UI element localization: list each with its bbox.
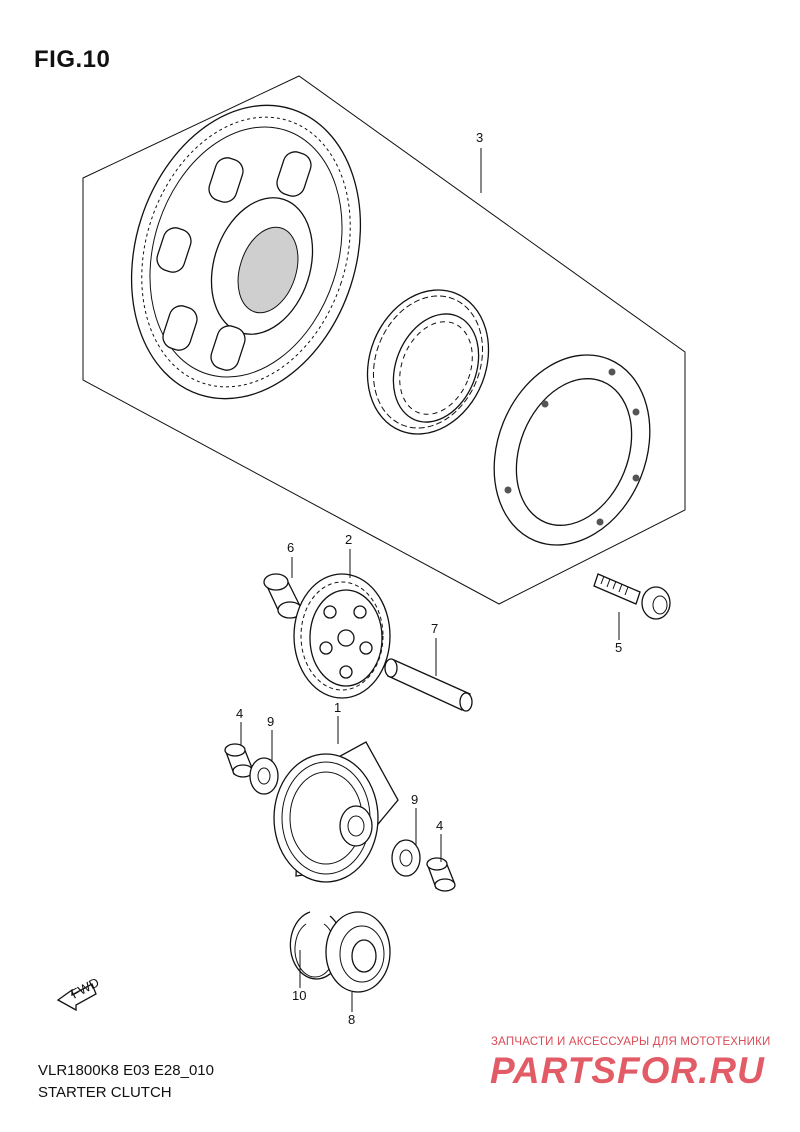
- callout-3: 3: [476, 130, 483, 145]
- washer-left: [249, 757, 279, 795]
- bushing-right: [426, 857, 456, 892]
- callout-5: 5: [615, 640, 622, 655]
- bolt: [593, 573, 671, 620]
- callout-8: 8: [348, 1012, 355, 1027]
- callout-2: 2: [345, 532, 352, 547]
- bearing: [325, 911, 391, 993]
- watermark-brand: PARTSFOR.RU: [490, 1050, 765, 1091]
- callout-10: 10: [292, 988, 306, 1003]
- starter-idle-gear: [293, 573, 391, 699]
- model-code: VLR1800K8 E03 E28_010: [38, 1062, 214, 1079]
- clutch-guide-ring: [493, 354, 651, 546]
- assembly-group-outline: [82, 75, 686, 605]
- watermark-tagline: ЗАПЧАСТИ И АКСЕССУАРЫ ДЛЯ МОТОТЕХНИКИ: [491, 1036, 771, 1048]
- callout-4-right: 4: [436, 818, 443, 833]
- callout-4-left: 4: [236, 706, 243, 721]
- callout-6: 6: [287, 540, 294, 555]
- callout-9-right: 9: [411, 792, 418, 807]
- callout-9-left: 9: [267, 714, 274, 729]
- figure-title: FIG.10: [34, 46, 111, 73]
- bushing-left: [224, 743, 254, 778]
- bushing: [263, 573, 303, 619]
- idle-gear-shaft: [384, 658, 473, 712]
- starter-clutch-gear: [273, 741, 399, 883]
- section-name: STARTER CLUTCH: [38, 1084, 172, 1101]
- one-way-clutch: [366, 289, 490, 435]
- starter-driven-gear: [130, 104, 362, 400]
- fwd-direction-arrow: FWD: [56, 975, 102, 1012]
- washer-right: [391, 839, 421, 877]
- callout-1: 1: [334, 700, 341, 715]
- leader-lines: [240, 148, 620, 1012]
- callout-7: 7: [431, 621, 438, 636]
